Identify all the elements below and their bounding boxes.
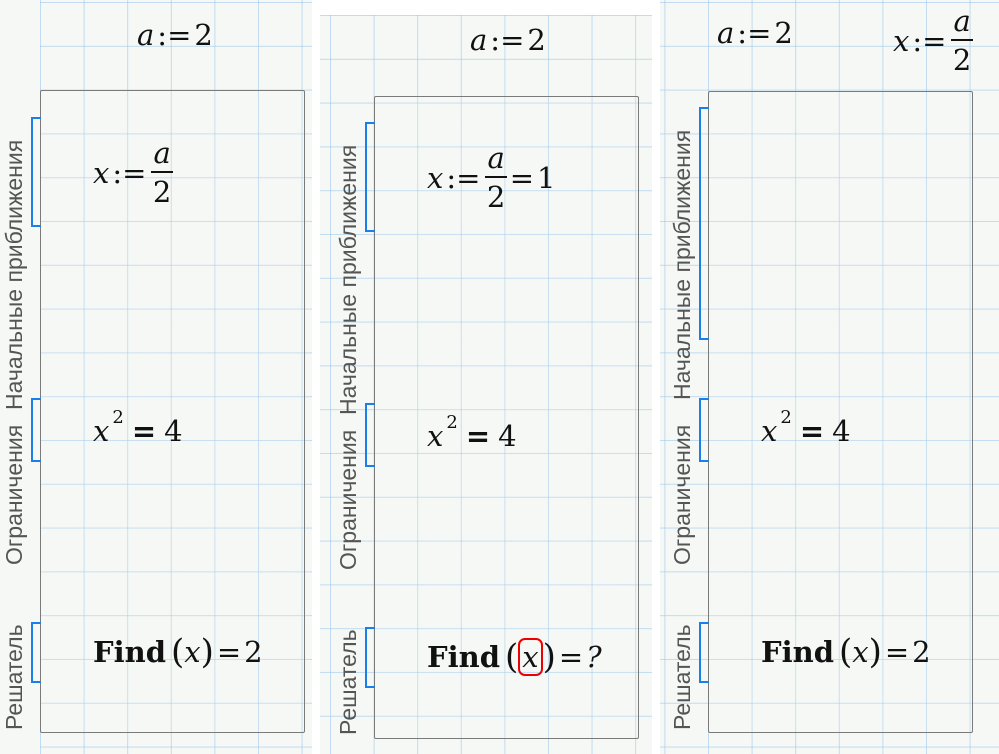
result: 1 <box>537 161 556 195</box>
initial-guess-bracket <box>31 117 41 227</box>
worksheet-panel-1: a:=2 Начальные приближения Ограничения Р… <box>0 0 312 754</box>
exponent: 2 <box>446 411 458 433</box>
var: x <box>427 419 444 453</box>
a-definition[interactable]: a:=2 <box>137 18 213 52</box>
a-definition[interactable]: a:=2 <box>470 23 546 57</box>
margin-strip <box>0 0 40 754</box>
numerator: a <box>485 140 507 178</box>
solver-bracket <box>31 622 41 683</box>
function-name: Find <box>761 635 834 669</box>
exponent: 2 <box>112 406 124 428</box>
result: 2 <box>244 635 263 669</box>
constraints-bracket <box>365 403 375 467</box>
argument: x <box>852 635 869 669</box>
var: a <box>137 18 155 52</box>
op: := <box>912 24 947 58</box>
argument: x <box>184 635 201 669</box>
value: 2 <box>527 23 546 57</box>
op: = <box>558 640 584 674</box>
solver-label: Решатель <box>1 624 27 730</box>
value: 4 <box>498 419 517 453</box>
result: 2 <box>912 635 931 669</box>
bold-equals: = <box>465 419 491 453</box>
value: 4 <box>164 414 183 448</box>
value: 4 <box>832 414 851 448</box>
constraints-bracket <box>31 398 41 462</box>
solve-block[interactable] <box>708 91 973 733</box>
find-expression[interactable]: Find(x)=2 <box>93 632 263 672</box>
op: := <box>446 161 481 195</box>
initial-guess-label: Начальные приближения <box>1 139 27 411</box>
var: x <box>427 161 444 195</box>
solve-block[interactable] <box>40 90 305 733</box>
var: x <box>93 156 110 190</box>
solver-bracket <box>365 627 375 688</box>
value: 2 <box>194 18 213 52</box>
op: := <box>112 156 147 190</box>
function-name: Find <box>93 635 166 669</box>
find-expression[interactable]: Find(x)=2 <box>761 632 931 672</box>
constraints-label: Ограничения <box>335 429 361 571</box>
bold-equals: = <box>799 414 825 448</box>
op: := <box>737 16 772 50</box>
op: = <box>216 635 242 669</box>
op: := <box>157 18 192 52</box>
op: = <box>509 161 535 195</box>
var: x <box>761 414 778 448</box>
var: a <box>470 23 488 57</box>
result: ? <box>586 640 602 674</box>
numerator: a <box>951 3 973 41</box>
constraints-label: Ограничения <box>1 424 27 566</box>
solver-bracket <box>699 622 709 683</box>
constraints-label: Ограничения <box>669 424 695 566</box>
var: a <box>717 16 735 50</box>
solver-label: Решатель <box>669 624 695 730</box>
numerator: a <box>151 135 173 173</box>
find-expression[interactable]: Find(x)=? <box>427 637 602 677</box>
initial-guess-label: Начальные приближения <box>669 129 695 401</box>
initial-guess-label: Начальные приближения <box>335 144 361 416</box>
denominator: 2 <box>486 180 506 214</box>
var: x <box>893 24 910 58</box>
function-name: Find <box>427 640 500 674</box>
denominator: 2 <box>952 43 972 77</box>
solver-label: Решатель <box>335 629 361 735</box>
op: := <box>490 23 525 57</box>
a-definition[interactable]: a:=2 <box>717 16 793 50</box>
var: x <box>93 414 110 448</box>
bold-equals: = <box>131 414 157 448</box>
solve-block[interactable] <box>374 96 639 739</box>
initial-guess-bracket <box>365 122 375 232</box>
op: = <box>884 635 910 669</box>
exponent: 2 <box>780 406 792 428</box>
error-highlighted-argument[interactable]: x <box>518 638 543 676</box>
denominator: 2 <box>152 175 172 209</box>
worksheet-panel-2: a:=2 Начальные приближения Ограничения Р… <box>320 15 652 754</box>
constraints-bracket <box>699 398 709 462</box>
initial-guess-bracket <box>699 107 709 340</box>
value: 2 <box>774 16 793 50</box>
